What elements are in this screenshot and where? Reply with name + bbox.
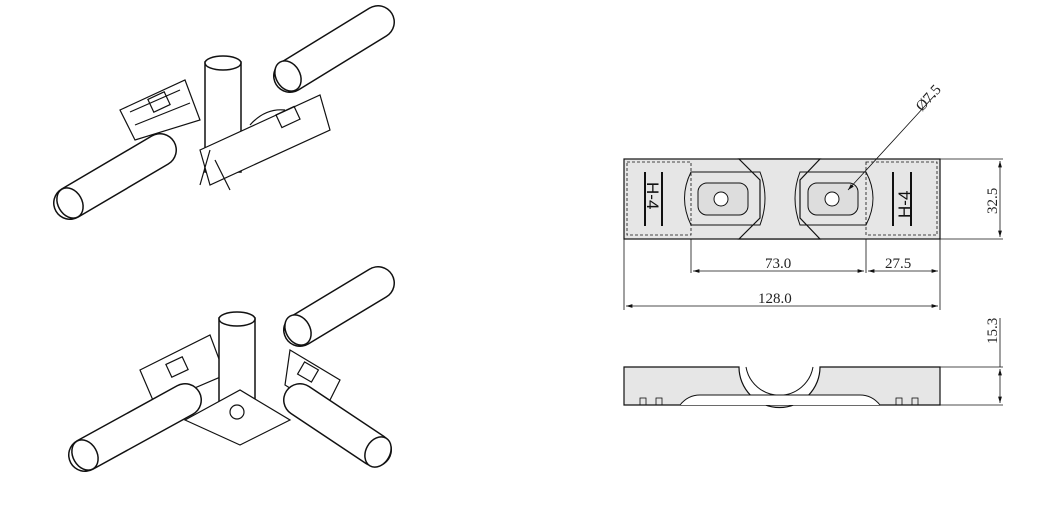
tube-upper-right bbox=[283, 266, 395, 347]
dim-overall-length: 128.0 bbox=[758, 291, 792, 307]
connector-left bbox=[119, 79, 201, 141]
assembly-view-top bbox=[53, 5, 395, 220]
hole-right bbox=[824, 191, 840, 207]
plan-view bbox=[623, 158, 941, 240]
tube-lower-left bbox=[68, 383, 202, 472]
dim-width: 32.5 bbox=[985, 188, 1001, 214]
dim-height: 15.3 bbox=[985, 318, 1001, 344]
connector-center bbox=[183, 389, 292, 446]
dimension-lines bbox=[623, 94, 1003, 406]
dim-hole-spacing: 73.0 bbox=[765, 256, 791, 272]
dim-edge-offset: 27.5 bbox=[885, 256, 911, 272]
part-label-right: H-4 bbox=[895, 191, 914, 218]
connector-right bbox=[199, 94, 331, 191]
tube-upper-right bbox=[273, 5, 395, 93]
assembly-view-bottom bbox=[68, 266, 395, 472]
side-view bbox=[623, 366, 941, 409]
dim-hole-diameter: Ø7.5 bbox=[913, 82, 945, 115]
hole-left bbox=[713, 191, 729, 207]
tube-lower-right bbox=[283, 383, 392, 468]
part-label-left: H-4 bbox=[643, 182, 662, 209]
tube-left bbox=[53, 133, 177, 220]
